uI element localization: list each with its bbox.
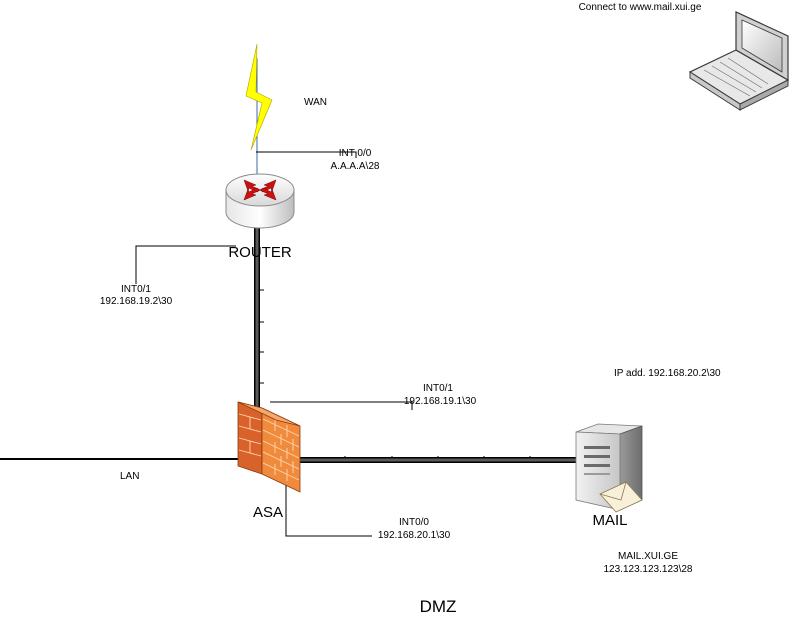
asa-name: ASA — [252, 504, 283, 521]
laptop-icon — [688, 11, 789, 111]
asa-mail-cable — [296, 456, 580, 463]
asa-int0-1-leader — [270, 401, 413, 410]
router-int0-0-leader — [256, 151, 357, 158]
router-icon — [225, 173, 295, 229]
asa-int0-0-ip: 192.168.20.1\30 — [377, 530, 451, 541]
mail-domain: MAIL.XUI.GE — [617, 551, 678, 562]
router-int0-1-leader — [135, 245, 236, 284]
dmz-title: DMZ — [419, 597, 457, 616]
asa-int0-0-name: INT0/0 — [398, 517, 429, 528]
lan-label: LAN — [120, 471, 140, 482]
mail-public-ip: 123.123.123.123\28 — [603, 564, 693, 575]
mail-ip-address: IP add. 192.168.20.2\30 — [614, 368, 721, 379]
wan-label: WAN — [304, 97, 327, 108]
mail-name: MAIL — [592, 512, 628, 529]
router-asa-cable — [254, 228, 264, 408]
laptop-caption: Connect to www.mail.xui.ge — [578, 2, 702, 13]
envelope-icon — [599, 481, 643, 513]
lightning-icon — [245, 43, 273, 151]
asa-int0-1-ip: 192.168.19.1\30 — [403, 396, 477, 407]
router-int0-1-ip: 192.168.19.2\30 — [99, 296, 173, 307]
router-int0-0-ip: A.A.A.A\28 — [330, 161, 380, 172]
asa-int0-1-name: INT0/1 — [422, 383, 453, 394]
firewall-icon — [237, 401, 301, 493]
router-name: ROUTER — [228, 244, 292, 261]
router-int0-1-name: INT0/1 — [120, 284, 151, 295]
router-int0-0-name: INT 0/0 — [338, 148, 372, 159]
